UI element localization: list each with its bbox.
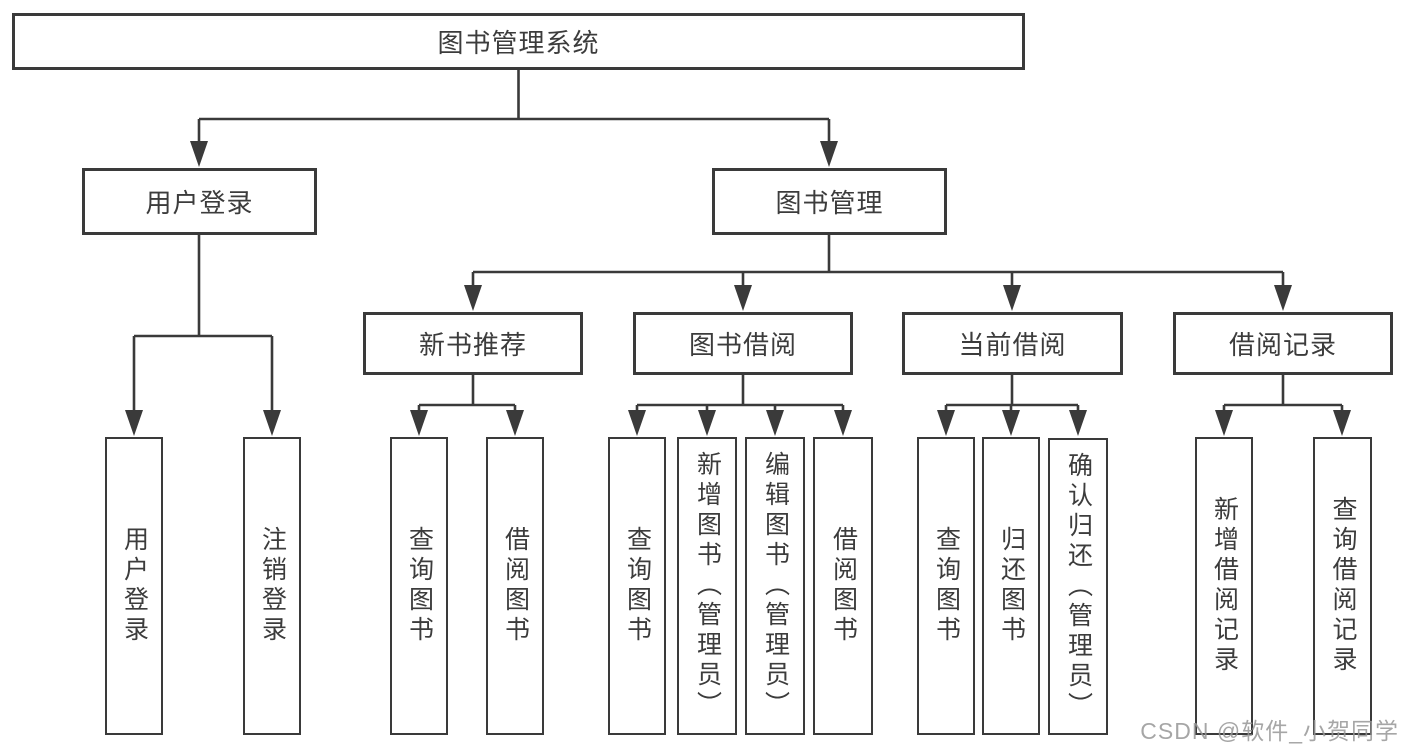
node-label: 查询图书 <box>932 526 961 646</box>
node-label: 用户登录 <box>120 526 149 646</box>
node-label: 用户登录 <box>145 188 254 218</box>
leaf-user-login: 用户登录 <box>105 437 163 735</box>
node-label: 注销登录 <box>258 526 287 646</box>
leaf-query-books-2: 查询图书 <box>608 437 666 735</box>
node-label: 借阅记录 <box>1228 330 1337 360</box>
node-label: 图书管理系统 <box>437 28 600 58</box>
node-label: 图书管理 <box>775 188 884 218</box>
node-label: 编辑图书（管理员） <box>761 451 790 721</box>
node-label: 确认归还（管理员） <box>1064 451 1093 722</box>
leaf-borrow-books-1: 借阅图书 <box>486 437 544 735</box>
node-label: 图书借阅 <box>688 330 797 360</box>
node-label: 新增借阅记录 <box>1210 496 1239 676</box>
node-label: 借阅图书 <box>501 526 530 646</box>
node-label: 查询图书 <box>405 526 434 646</box>
node-label: 归还图书 <box>997 526 1026 646</box>
node-label: 查询图书 <box>623 526 652 646</box>
node-book-borrow: 图书借阅 <box>633 312 853 375</box>
node-label: 借阅图书 <box>829 526 858 646</box>
leaf-logout: 注销登录 <box>243 437 301 735</box>
node-label: 新增图书（管理员） <box>693 451 722 721</box>
leaf-query-books-1: 查询图书 <box>390 437 448 735</box>
leaf-return-books: 归还图书 <box>982 437 1040 735</box>
leaf-borrow-books-2: 借阅图书 <box>813 437 873 735</box>
leaf-query-borrow-record: 查询借阅记录 <box>1313 437 1372 735</box>
arrowhead-icons <box>125 141 1351 436</box>
csdn-watermark: CSDN @软件_小贺同学 <box>1140 718 1399 744</box>
node-label: 新书推荐 <box>418 330 527 360</box>
node-new-book-recommend: 新书推荐 <box>363 312 583 375</box>
node-label: 当前借阅 <box>958 330 1067 360</box>
leaf-add-borrow-record: 新增借阅记录 <box>1195 437 1253 735</box>
leaf-confirm-return-admin: 确认归还（管理员） <box>1048 438 1108 735</box>
leaf-query-books-3: 查询图书 <box>917 437 975 735</box>
node-library-management-system: 图书管理系统 <box>12 13 1025 70</box>
node-user-login: 用户登录 <box>82 168 317 235</box>
leaf-edit-books-admin: 编辑图书（管理员） <box>745 437 805 735</box>
node-book-management: 图书管理 <box>712 168 947 235</box>
node-label: 查询借阅记录 <box>1329 496 1357 676</box>
leaf-add-books-admin: 新增图书（管理员） <box>677 437 737 735</box>
node-current-borrow: 当前借阅 <box>902 312 1123 375</box>
node-borrow-record: 借阅记录 <box>1173 312 1393 375</box>
